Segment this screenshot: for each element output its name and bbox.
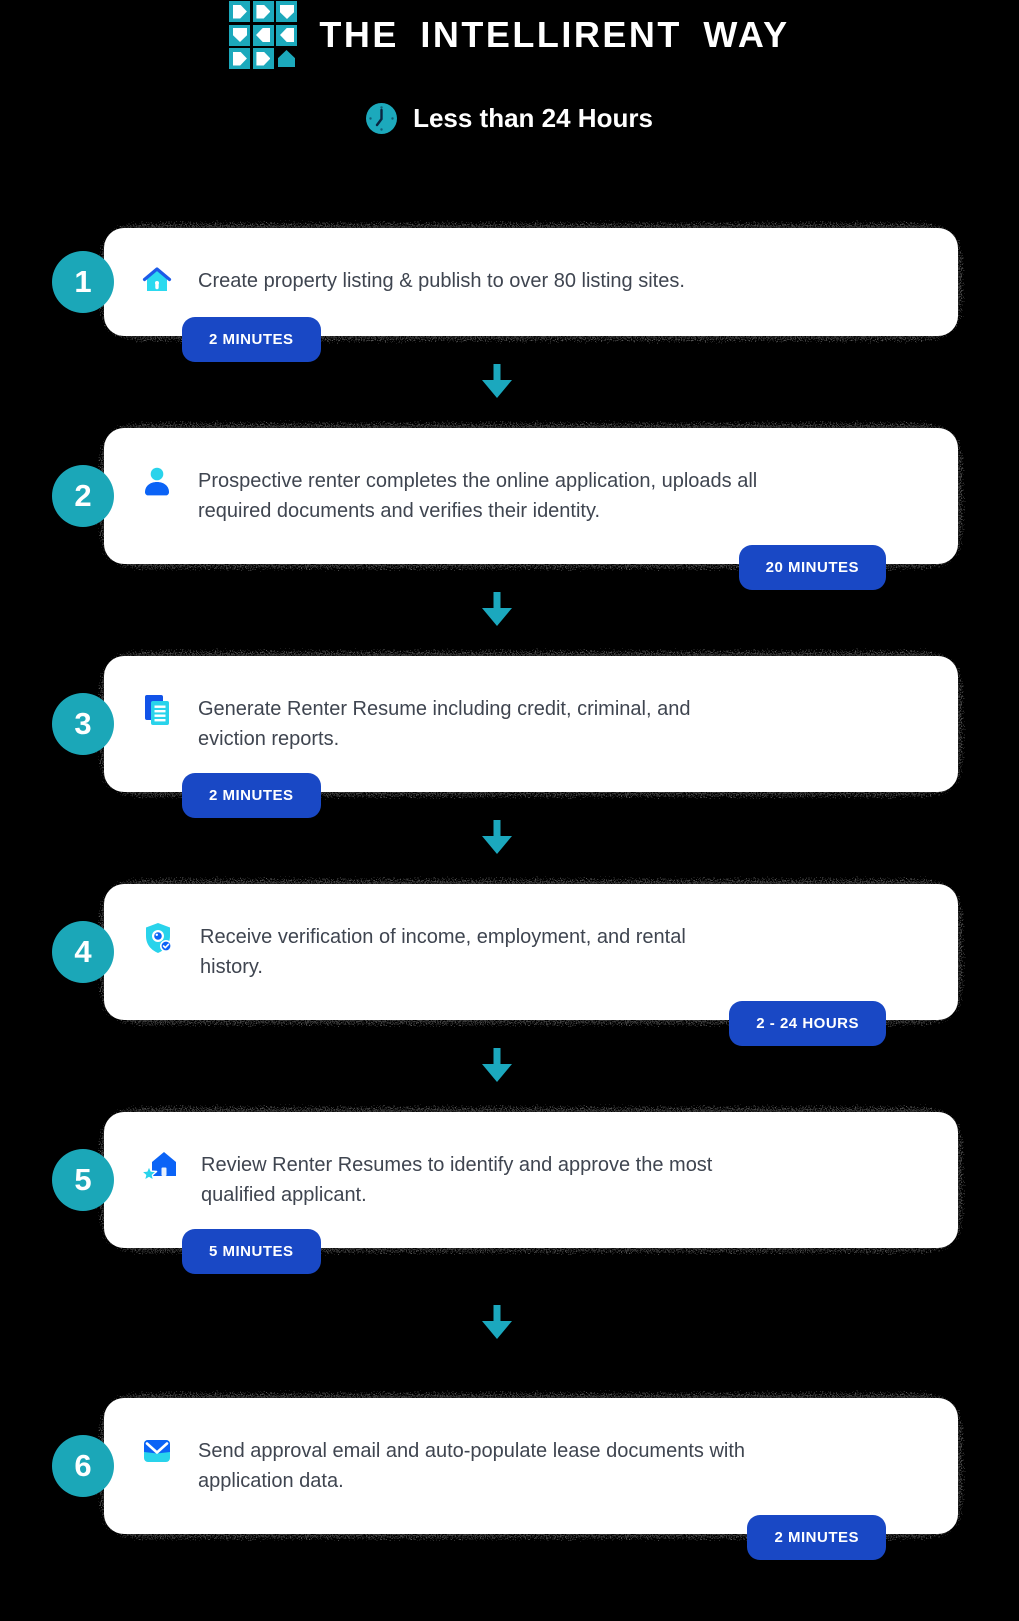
step-4-card: Receive verification of income, employme…	[104, 884, 958, 1020]
step-description: Send approval email and auto-populate le…	[198, 1440, 746, 1492]
step-5: Review Renter Resumes to identify and ap…	[52, 1112, 958, 1274]
logo-cell	[276, 1, 298, 22]
flow-connector	[104, 1020, 958, 1112]
step-3: Generate Renter Resume including credit,…	[52, 656, 958, 818]
logo-cell	[229, 1, 251, 22]
flow-connector	[104, 1248, 958, 1398]
step-description: Prospective renter completes the online …	[198, 470, 758, 522]
duration-row: Less than 24 Hours	[0, 100, 1019, 136]
down-arrow-icon	[482, 1305, 512, 1339]
logo-cell	[276, 24, 298, 46]
logo-cell	[229, 24, 251, 46]
step-2-card: Prospective renter completes the online …	[104, 428, 958, 564]
down-arrow-icon	[482, 1048, 512, 1082]
logo-cell	[229, 48, 251, 69]
step-number: 4	[52, 921, 114, 983]
logo-cell	[252, 48, 274, 69]
person-icon	[145, 467, 169, 496]
mail-icon	[144, 1440, 170, 1462]
step-description: Generate Renter Resume including credit,…	[198, 698, 691, 750]
step-number: 5	[52, 1149, 114, 1211]
duration-badge: 2 MINUTES	[747, 1515, 886, 1560]
step-2: Prospective renter completes the online …	[52, 428, 958, 590]
step-number: 6	[52, 1435, 114, 1497]
step-3-card: Generate Renter Resume including credit,…	[104, 656, 958, 792]
down-arrow-icon	[482, 592, 512, 626]
step-1: Create property listing & publish to ove…	[52, 228, 958, 362]
clock-icon	[366, 102, 398, 134]
down-arrow-icon	[482, 364, 512, 398]
logo-cell	[252, 1, 274, 22]
header: THE INTELLIRENT WAY	[0, 0, 1019, 70]
step-description: Create property listing & publish to ove…	[198, 270, 685, 292]
intellirent-logo	[229, 1, 298, 69]
step-number: 3	[52, 693, 114, 755]
home-icon	[142, 267, 172, 291]
documents-icon	[145, 695, 169, 725]
step-4: Receive verification of income, employme…	[52, 884, 958, 1046]
page-title: THE INTELLIRENT WAY	[319, 14, 790, 55]
logo-cell-home	[276, 48, 297, 69]
process-flow: Create property listing & publish to ove…	[52, 228, 958, 1560]
flow-connector	[104, 564, 958, 656]
step-description: Receive verification of income, employme…	[200, 926, 686, 978]
flow-connector	[104, 336, 958, 428]
logo-cell	[252, 24, 274, 46]
shield-verify-icon	[146, 923, 172, 953]
step-number: 2	[52, 465, 114, 527]
down-arrow-icon	[482, 820, 512, 854]
step-5-card: Review Renter Resumes to identify and ap…	[104, 1112, 958, 1248]
step-number: 1	[52, 251, 114, 313]
step-6-card: Send approval email and auto-populate le…	[104, 1398, 958, 1534]
step-6: Send approval email and auto-populate le…	[52, 1398, 958, 1560]
duration-subtitle: Less than 24 Hours	[413, 102, 653, 133]
step-description: Review Renter Resumes to identify and ap…	[201, 1154, 713, 1206]
flow-connector	[104, 792, 958, 884]
star-home-icon	[140, 1152, 176, 1182]
